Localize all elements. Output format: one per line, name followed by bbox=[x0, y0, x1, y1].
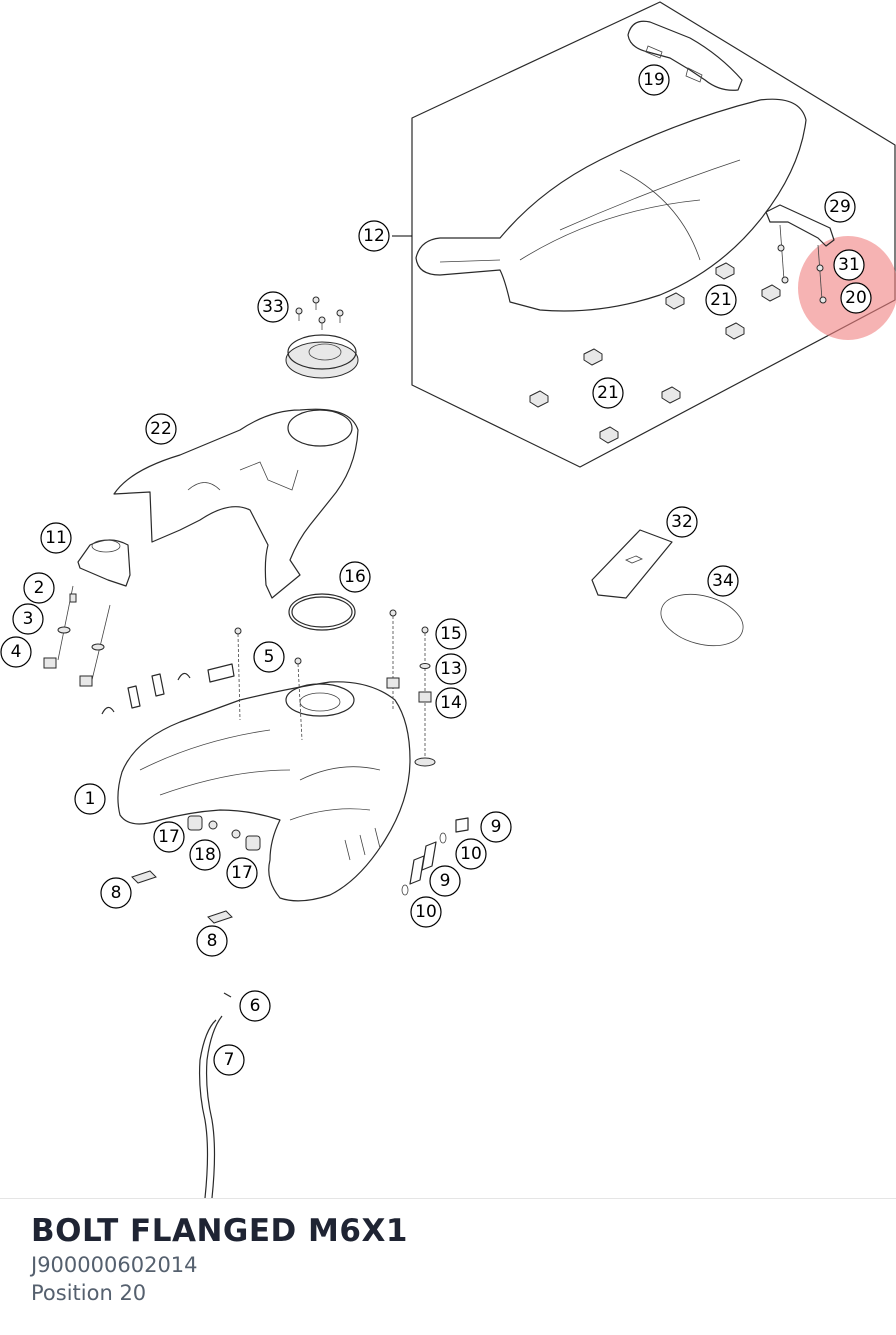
callout-number: 10 bbox=[415, 902, 437, 922]
callout-19[interactable]: 19 bbox=[638, 64, 670, 96]
gasket-ring-part bbox=[288, 593, 356, 631]
callout-number: 10 bbox=[460, 844, 482, 864]
callout-number: 1 bbox=[85, 789, 96, 809]
callout-number: 33 bbox=[262, 297, 284, 317]
callout-7[interactable]: 7 bbox=[213, 1044, 245, 1076]
callout-13[interactable]: 13 bbox=[435, 653, 467, 685]
callout-number: 9 bbox=[440, 871, 451, 891]
part-number: J900000602014 bbox=[31, 1252, 198, 1277]
seat-part bbox=[415, 98, 807, 312]
callout-8[interactable]: 8 bbox=[100, 877, 132, 909]
callout-6[interactable]: 6 bbox=[239, 990, 271, 1022]
callout-number: 20 bbox=[845, 288, 867, 308]
tank-bolts bbox=[234, 627, 303, 741]
callout-number: 21 bbox=[597, 383, 619, 403]
tank-mount-screws bbox=[386, 609, 436, 767]
callout-number: 17 bbox=[231, 863, 253, 883]
callout-3[interactable]: 3 bbox=[12, 603, 44, 635]
callout-number: 11 bbox=[45, 528, 67, 548]
callout-5[interactable]: 5 bbox=[253, 641, 285, 673]
callout-number: 5 bbox=[264, 647, 275, 667]
callout-20[interactable]: 20 bbox=[840, 282, 872, 314]
callout-number: 19 bbox=[643, 70, 665, 90]
rubber-buffers bbox=[529, 262, 781, 444]
side-pads bbox=[401, 817, 469, 896]
tank-cover-part bbox=[113, 408, 359, 599]
callout-number: 22 bbox=[150, 419, 172, 439]
callout-33[interactable]: 33 bbox=[257, 291, 289, 323]
callout-18[interactable]: 18 bbox=[189, 839, 221, 871]
part-info-panel: BOLT FLANGED M6X1 J900000602014 Position… bbox=[31, 1212, 408, 1307]
callout-32[interactable]: 32 bbox=[666, 506, 698, 538]
callout-21[interactable]: 21 bbox=[705, 284, 737, 316]
callout-number: 16 bbox=[344, 567, 366, 587]
callout-17[interactable]: 17 bbox=[153, 821, 185, 853]
callout-number: 31 bbox=[838, 255, 860, 275]
callout-number: 15 bbox=[440, 624, 462, 644]
grab-handle-part bbox=[627, 20, 743, 91]
callout-number: 7 bbox=[224, 1050, 235, 1070]
callout-4[interactable]: 4 bbox=[0, 636, 32, 668]
callout-15[interactable]: 15 bbox=[435, 618, 467, 650]
callout-31[interactable]: 31 bbox=[833, 249, 865, 281]
clips bbox=[131, 870, 233, 924]
callout-number: 9 bbox=[491, 817, 502, 837]
fuel-cap-part bbox=[285, 334, 359, 379]
tank-pads bbox=[101, 663, 235, 715]
callout-12[interactable]: 12 bbox=[358, 220, 390, 252]
callout-number: 18 bbox=[194, 845, 216, 865]
callout-9[interactable]: 9 bbox=[480, 811, 512, 843]
callout-number: 4 bbox=[11, 642, 22, 662]
callout-number: 29 bbox=[829, 197, 851, 217]
cap-lock-part bbox=[77, 539, 131, 587]
callout-number: 34 bbox=[712, 571, 734, 591]
divider bbox=[0, 1198, 896, 1199]
cap-screws bbox=[295, 296, 344, 330]
callout-number: 3 bbox=[23, 609, 34, 629]
callout-17[interactable]: 17 bbox=[226, 857, 258, 889]
callout-16[interactable]: 16 bbox=[339, 561, 371, 593]
callout-number: 8 bbox=[207, 931, 218, 951]
callout-number: 32 bbox=[671, 512, 693, 532]
callout-29[interactable]: 29 bbox=[824, 191, 856, 223]
toolkit-part bbox=[591, 529, 673, 599]
callout-number: 13 bbox=[440, 659, 462, 679]
callout-number: 17 bbox=[158, 827, 180, 847]
callout-34[interactable]: 34 bbox=[707, 565, 739, 597]
part-position: Position 20 bbox=[31, 1281, 147, 1306]
part-name: BOLT FLANGED M6X1 bbox=[31, 1213, 408, 1249]
hose-part bbox=[198, 1019, 217, 1198]
callout-21[interactable]: 21 bbox=[592, 377, 624, 409]
callout-22[interactable]: 22 bbox=[145, 413, 177, 445]
callout-11[interactable]: 11 bbox=[40, 522, 72, 554]
manual-sheet-part bbox=[660, 593, 744, 647]
fuel-tank-part bbox=[117, 681, 411, 902]
callout-number: 21 bbox=[710, 290, 732, 310]
callout-number: 6 bbox=[250, 996, 261, 1016]
callout-14[interactable]: 14 bbox=[435, 687, 467, 719]
callout-number: 8 bbox=[111, 883, 122, 903]
callout-2[interactable]: 2 bbox=[23, 572, 55, 604]
callout-10[interactable]: 10 bbox=[455, 838, 487, 870]
callout-8[interactable]: 8 bbox=[196, 925, 228, 957]
lock-screws bbox=[43, 585, 111, 687]
callout-number: 14 bbox=[440, 693, 462, 713]
callout-1[interactable]: 1 bbox=[74, 783, 106, 815]
callout-10[interactable]: 10 bbox=[410, 896, 442, 928]
seat-bracket-part bbox=[765, 204, 835, 247]
callout-9[interactable]: 9 bbox=[429, 865, 461, 897]
hose-clamp-part bbox=[223, 992, 232, 998]
callout-number: 12 bbox=[363, 226, 385, 246]
callout-number: 2 bbox=[34, 578, 45, 598]
rubber-bumpers bbox=[187, 815, 261, 851]
